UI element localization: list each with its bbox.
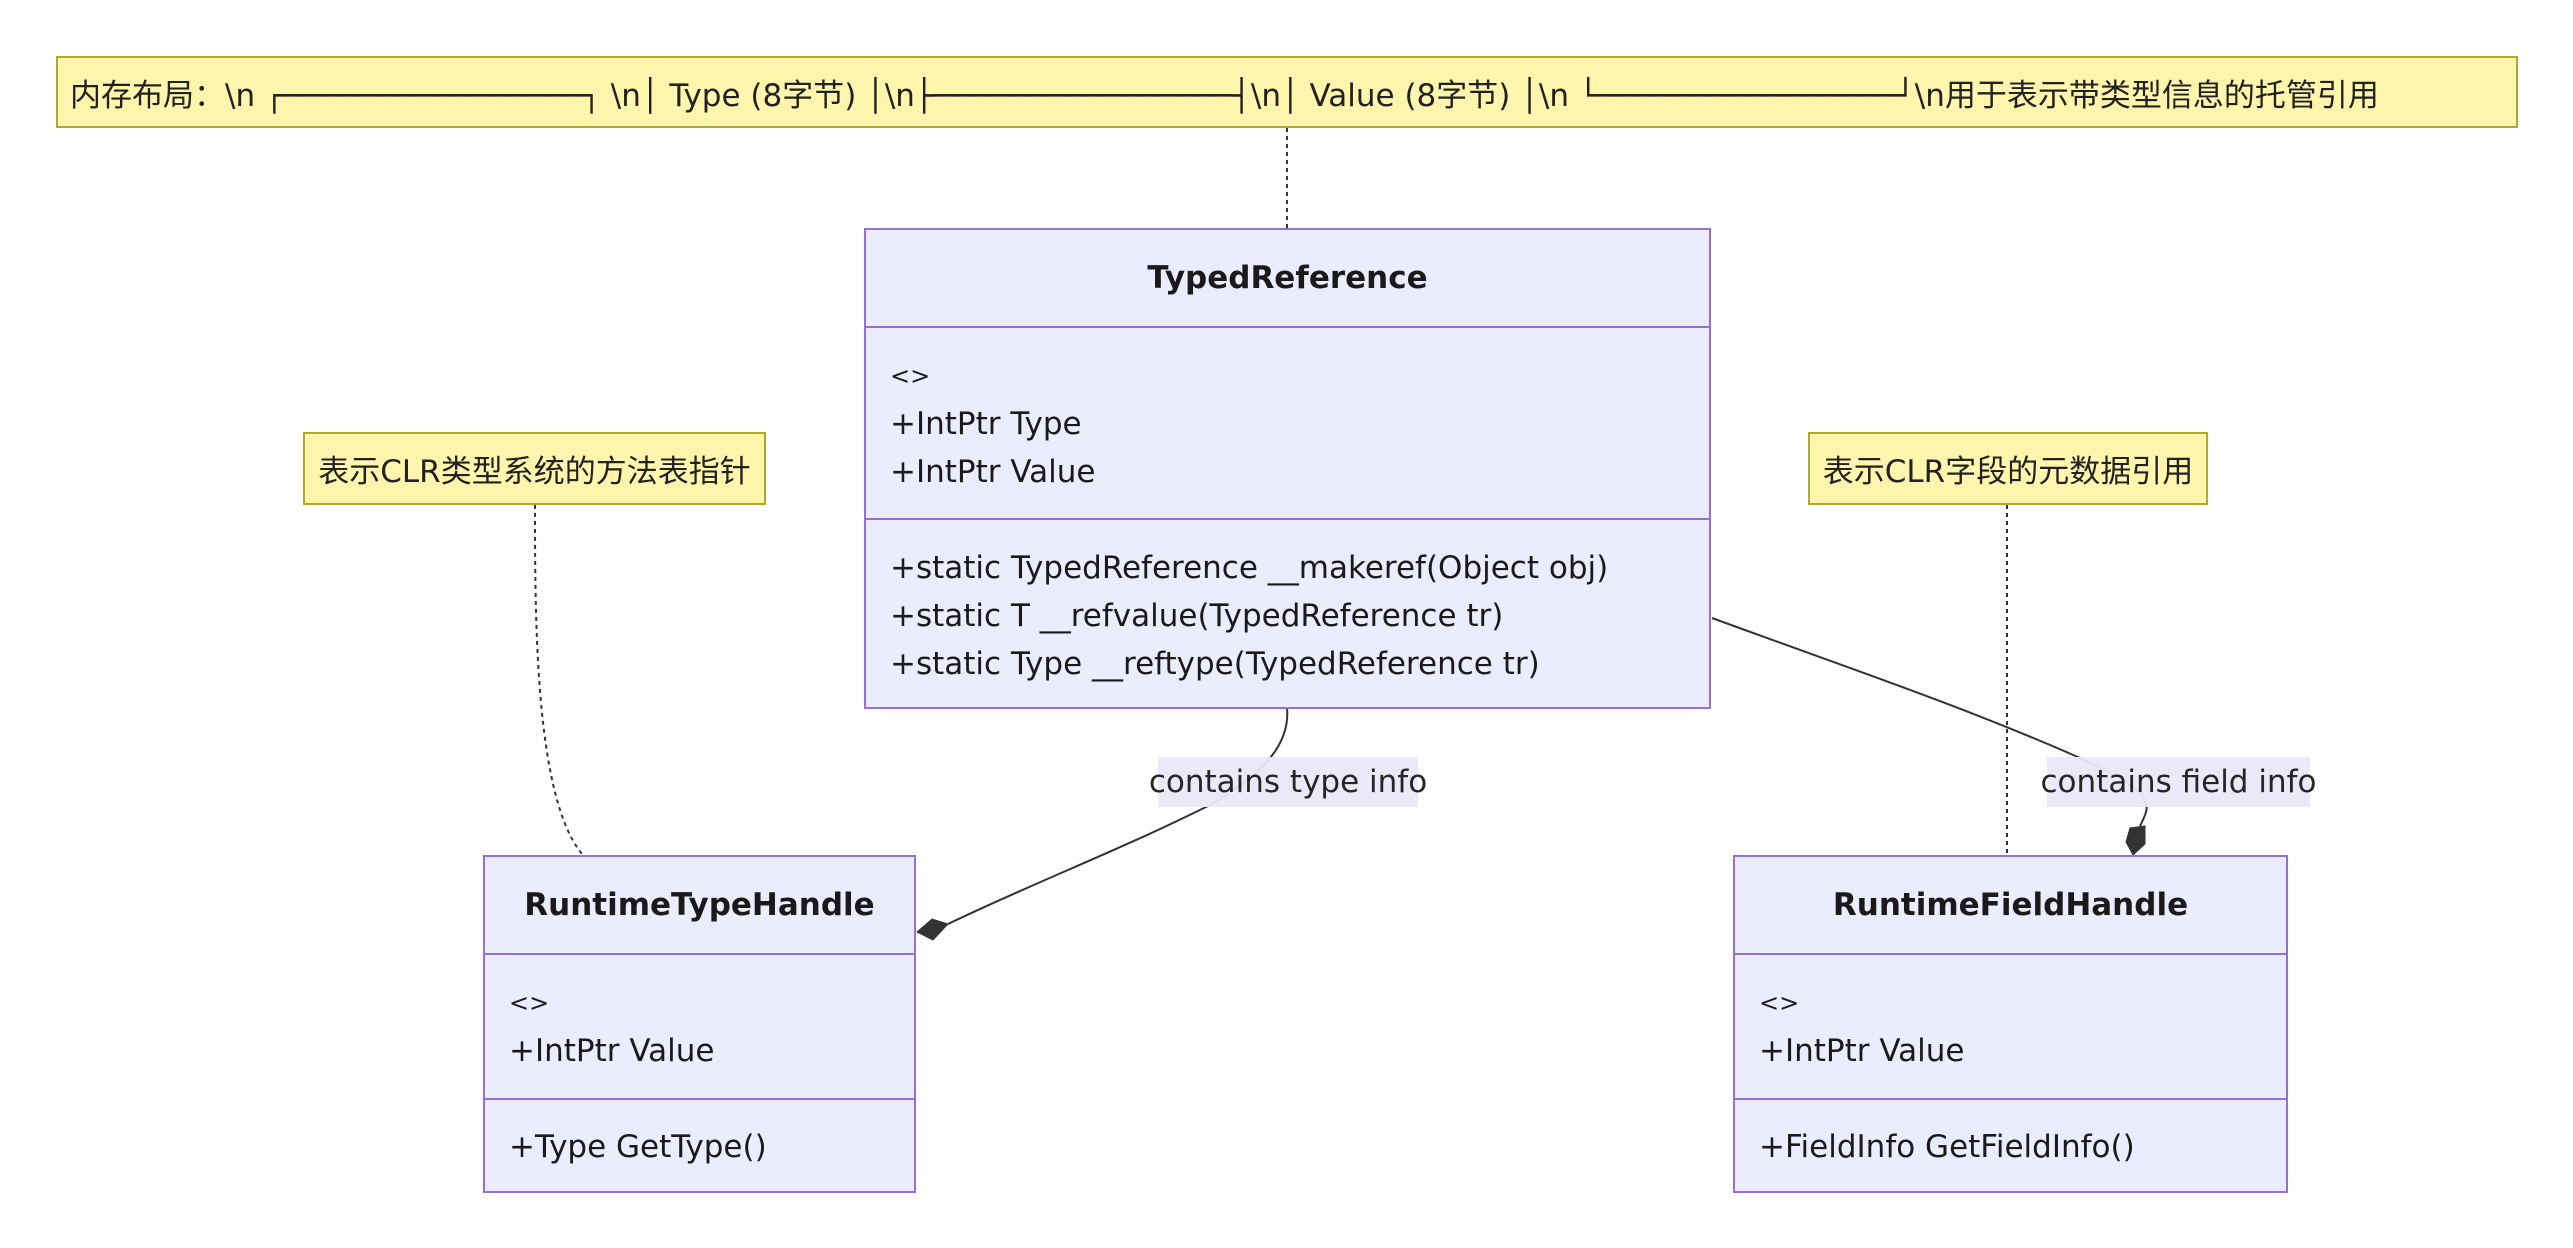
class-runtime-type-handle-divider-1 [485,953,914,955]
class-typed-reference-attribute: +IntPtr Value [890,454,1096,490]
class-runtime-field-handle-divider-2 [1735,1098,2286,1100]
class-typed-reference-attribute: +IntPtr Type [890,406,1082,442]
class-typed-reference-method: +static TypedReference __makeref(Object … [890,550,1609,586]
class-runtime-field-handle-method: +FieldInfo GetFieldInfo() [1759,1129,2135,1165]
class-runtime-type-handle-stereotype: <> [509,989,550,1017]
edge-label-type-info: contains type info [1149,757,1427,807]
class-typed-reference-divider-1 [866,326,1709,328]
note-type-handle: 表示CLR类型系统的方法表指针 [303,432,766,505]
note-type-handle-text: 表示CLR类型系统的方法表指针 [318,454,751,490]
class-runtime-field-handle-divider-1 [1735,953,2286,955]
class-runtime-field-handle[interactable]: RuntimeFieldHandle <> +IntPtr Value +Fie… [1733,855,2288,1193]
class-typed-reference-stereotype: <> [890,362,931,390]
composition-edge-type-info [947,707,1289,925]
note-memory-layout: 内存布局：\n ┌────────────────┐ \n│ Type (8字节… [56,56,2518,128]
class-runtime-type-handle-title: RuntimeTypeHandle [524,887,875,923]
note-field-handle-text: 表示CLR字段的元数据引用 [1822,454,2194,490]
class-runtime-type-handle-method: +Type GetType() [509,1129,767,1165]
note-field-handle: 表示CLR字段的元数据引用 [1808,432,2208,505]
class-runtime-field-handle-attribute: +IntPtr Value [1759,1033,1965,1069]
class-runtime-field-handle-title: RuntimeFieldHandle [1832,887,2189,923]
class-runtime-type-handle-divider-2 [485,1098,914,1100]
composition-diamond-field-info [2125,825,2146,856]
class-typed-reference-divider-2 [866,518,1709,520]
class-runtime-field-handle-stereotype: <> [1759,989,1800,1017]
class-typed-reference-title: TypedReference [1147,260,1428,296]
composition-diamond-type-info [916,918,949,941]
class-typed-reference[interactable]: TypedReference <> +IntPtr Type +IntPtr V… [864,228,1711,709]
note-memory-layout-text: 内存布局：\n ┌────────────────┐ \n│ Type (8字节… [70,77,2379,114]
class-runtime-type-handle-attribute: +IntPtr Value [509,1033,715,1069]
edge-label-field-info: contains field info [2041,757,2316,807]
class-typed-reference-method: +static Type __reftype(TypedReference tr… [890,646,1540,682]
note-connector-type-handle [534,504,584,856]
class-runtime-type-handle[interactable]: RuntimeTypeHandle <> +IntPtr Value +Type… [483,855,916,1193]
class-typed-reference-method: +static T __refvalue(TypedReference tr) [890,598,1504,634]
